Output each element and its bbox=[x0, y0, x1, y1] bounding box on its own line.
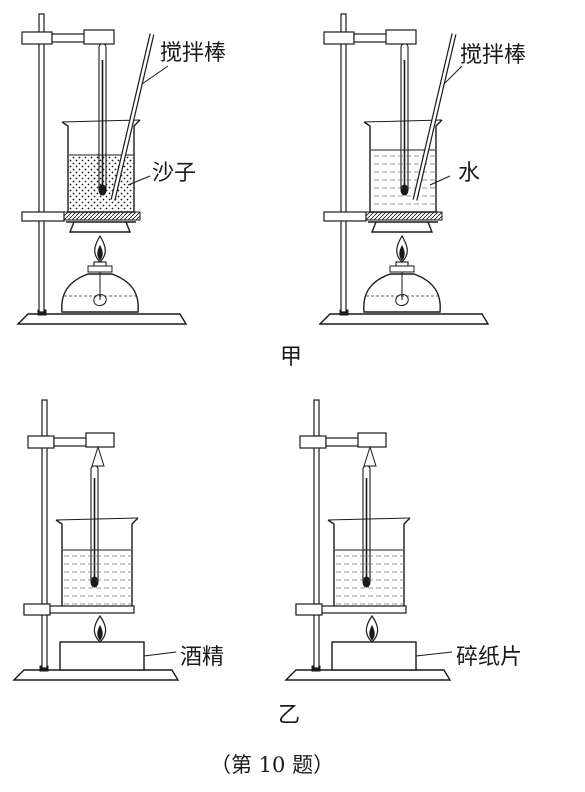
figure-caption: （第 10 题） bbox=[210, 753, 334, 777]
label-sand: 沙子 bbox=[152, 161, 196, 186]
label-group-a: 甲 bbox=[280, 345, 302, 370]
setup-sand: 搅拌棒 沙子 bbox=[16, 13, 226, 325]
label-group-b: 乙 bbox=[278, 703, 300, 728]
setup-alcohol: 酒精 bbox=[12, 399, 224, 681]
label-stir-rod-1: 搅拌棒 bbox=[160, 41, 226, 66]
label-alcohol: 酒精 bbox=[180, 645, 224, 670]
setup-paper: 碎纸片 bbox=[284, 399, 522, 681]
label-paper-scraps: 碎纸片 bbox=[456, 645, 522, 670]
label-water: 水 bbox=[458, 161, 480, 186]
label-stir-rod-2: 搅拌棒 bbox=[460, 43, 526, 68]
setup-water bbox=[318, 13, 490, 325]
